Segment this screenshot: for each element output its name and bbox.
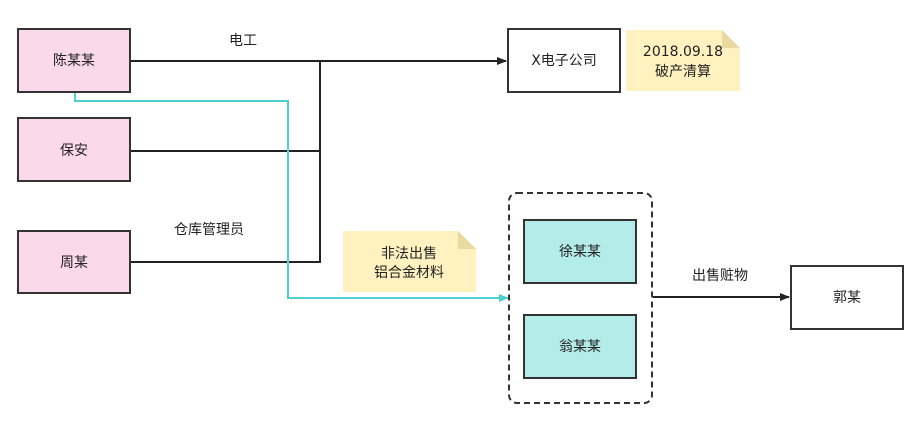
note-illegal-sale-line2: 铝合金材料 (374, 265, 444, 281)
node-baoan[interactable]: 保安 (17, 117, 131, 182)
node-company-label: X电子公司 (531, 53, 597, 69)
note-bankruptcy: 2018.09.18 破产清算 (626, 30, 740, 91)
node-xu-label: 徐某某 (559, 244, 601, 260)
node-xu[interactable]: 徐某某 (523, 219, 637, 284)
edge-label-sell-stolen: 出售赃物 (692, 268, 748, 284)
note-illegal-sale-line1: 非法出售 (381, 246, 437, 262)
edge-zhou-to-trunk (131, 61, 321, 263)
buyers-group[interactable] (508, 192, 653, 404)
node-baoan-label: 保安 (60, 143, 88, 159)
node-chen-label: 陈某某 (53, 52, 95, 69)
edge-chen-to-buyers (74, 93, 509, 302)
node-zhou-label: 周某 (60, 255, 88, 271)
node-company[interactable]: X电子公司 (507, 28, 621, 93)
note-bankruptcy-line2: 破产清算 (655, 64, 711, 80)
node-weng-label: 翁某某 (559, 339, 601, 355)
node-chen[interactable]: 陈某某 (17, 28, 131, 93)
edges (74, 57, 790, 302)
node-guo-label: 郭某 (833, 289, 861, 306)
node-zhou[interactable]: 周某 (17, 230, 131, 294)
note-bankruptcy-line1: 2018.09.18 (643, 44, 723, 60)
edge-label-electrician: 电工 (229, 33, 257, 49)
edge-label-warehouse-admin: 仓库管理员 (174, 222, 244, 238)
node-weng[interactable]: 翁某某 (523, 314, 637, 379)
note-illegal-sale: 非法出售 铝合金材料 (343, 231, 476, 292)
node-guo[interactable]: 郭某 (790, 265, 904, 330)
